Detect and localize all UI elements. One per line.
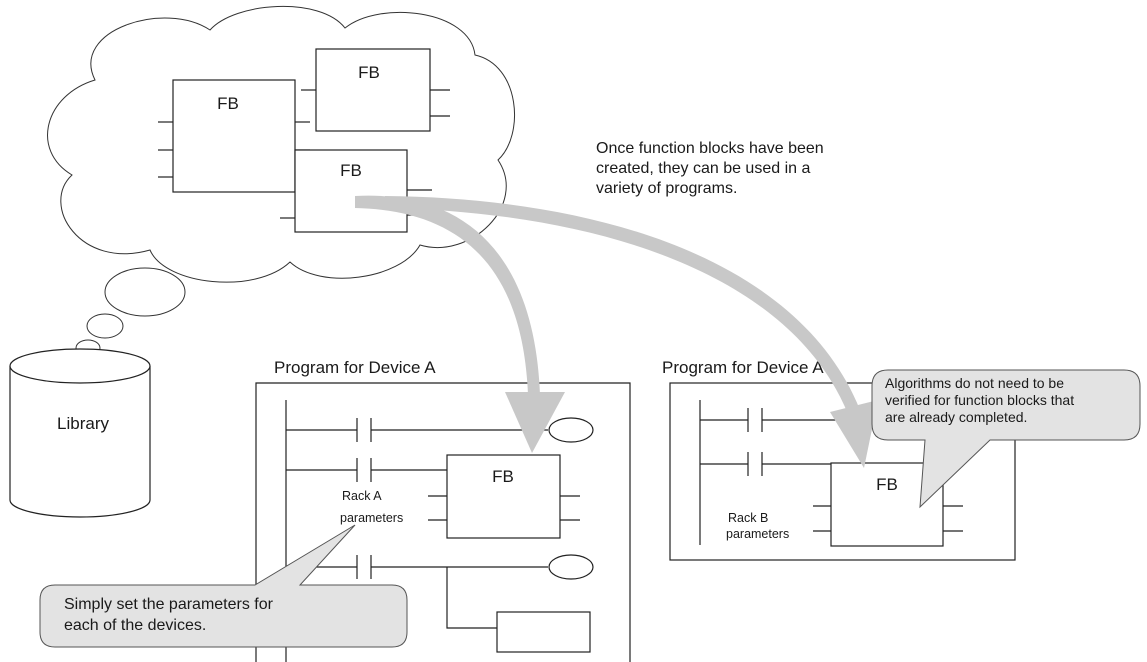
- cloud-fb-block-3: FB: [280, 149, 432, 233]
- intro-note-line-3: variety of programs.: [596, 180, 737, 197]
- cloud-fb-label-2: FB: [358, 63, 380, 82]
- cloud-fb-block-1: FB: [158, 79, 310, 193]
- reuse-arrow-to-right: [385, 196, 878, 468]
- callout-left-line-2: each of the devices.: [64, 617, 206, 634]
- callout-left: Simply set the parameters for each of th…: [39, 524, 408, 648]
- program-left-params-line-1: Rack A: [342, 489, 382, 503]
- coil-left-2: [548, 554, 594, 580]
- program-panel-left: Program for Device A FB Rack A parameter…: [255, 358, 631, 662]
- program-left-title: Program for Device A: [274, 358, 436, 377]
- callout-right: Algorithms do not need to be verified fo…: [871, 369, 1141, 509]
- callout-right-line-3: are already completed.: [885, 409, 1027, 425]
- program-right-fb-label: FB: [876, 475, 898, 494]
- library-label: Library: [57, 414, 109, 433]
- callout-left-line-1: Simply set the parameters for: [64, 596, 274, 613]
- intro-note: Once function blocks have been created, …: [596, 140, 824, 197]
- cloud-fb-label-3: FB: [340, 161, 362, 180]
- library-cylinder: Library: [9, 348, 151, 518]
- cloud-fb-label-1: FB: [217, 94, 239, 113]
- thought-bubble-large: [104, 267, 186, 317]
- thought-bubble-medium: [86, 313, 124, 339]
- callout-right-line-1: Algorithms do not need to be: [885, 375, 1064, 391]
- program-left-params-line-2: parameters: [340, 511, 403, 525]
- program-right-title: Program for Device A: [662, 358, 824, 377]
- program-left-fb-block: [446, 454, 561, 539]
- reuse-arrow-to-left: [355, 195, 565, 453]
- program-left-output-block: [496, 611, 591, 653]
- cloud-fb-block-2: FB: [301, 48, 450, 132]
- program-right-params-line-2: parameters: [726, 527, 789, 541]
- coil-left-1: [548, 417, 594, 443]
- intro-note-line-1: Once function blocks have been: [596, 140, 824, 157]
- program-left-fb-label: FB: [492, 467, 514, 486]
- intro-note-line-2: created, they can be used in a: [596, 160, 810, 177]
- program-right-params-line-1: Rack B: [728, 511, 768, 525]
- callout-right-line-2: verified for function blocks that: [885, 392, 1074, 408]
